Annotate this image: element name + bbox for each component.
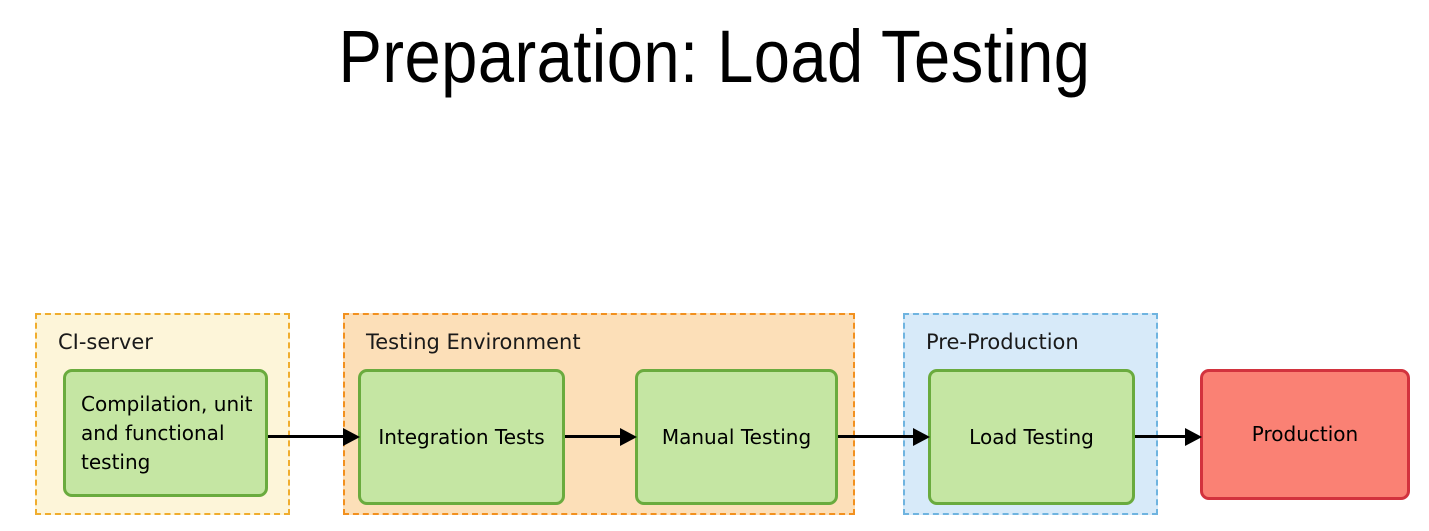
- node-load-testing[interactable]: Load Testing: [928, 369, 1135, 505]
- arrow-head: [913, 428, 930, 446]
- arrow-shaft: [838, 435, 914, 438]
- node-label: Compilation, unit and functional testing: [81, 391, 253, 474]
- arrow-head: [343, 428, 360, 446]
- arrow-right-icon-compilation-to-integration: [268, 427, 360, 447]
- arrow-right-icon-manual-to-loadtest: [838, 427, 930, 447]
- arrow-shaft: [268, 435, 344, 438]
- node-label: Integration Tests: [378, 424, 545, 449]
- arrow-right-icon-integration-to-manual: [565, 427, 637, 447]
- node-label: Manual Testing: [661, 424, 812, 449]
- page-title: Preparation: Load Testing: [338, 15, 1091, 98]
- lane-label-testing-environment: Testing Environment: [366, 330, 581, 354]
- node-label: Load Testing: [969, 424, 1094, 449]
- node-production[interactable]: Production: [1200, 369, 1410, 500]
- lane-label-ci-server: CI-server: [58, 330, 153, 354]
- arrow-right-icon-loadtest-to-production: [1135, 427, 1202, 447]
- node-compilation-unit-functional-testing[interactable]: Compilation, unit and functional testing: [63, 369, 268, 497]
- lane-label-pre-production: Pre-Production: [926, 330, 1079, 354]
- arrow-head: [620, 428, 637, 446]
- node-manual-testing[interactable]: Manual Testing: [635, 369, 838, 505]
- arrow-shaft: [1135, 435, 1186, 438]
- arrow-shaft: [565, 435, 621, 438]
- node-label: Production: [1251, 422, 1359, 446]
- arrow-head: [1185, 428, 1202, 446]
- node-integration-tests[interactable]: Integration Tests: [358, 369, 565, 505]
